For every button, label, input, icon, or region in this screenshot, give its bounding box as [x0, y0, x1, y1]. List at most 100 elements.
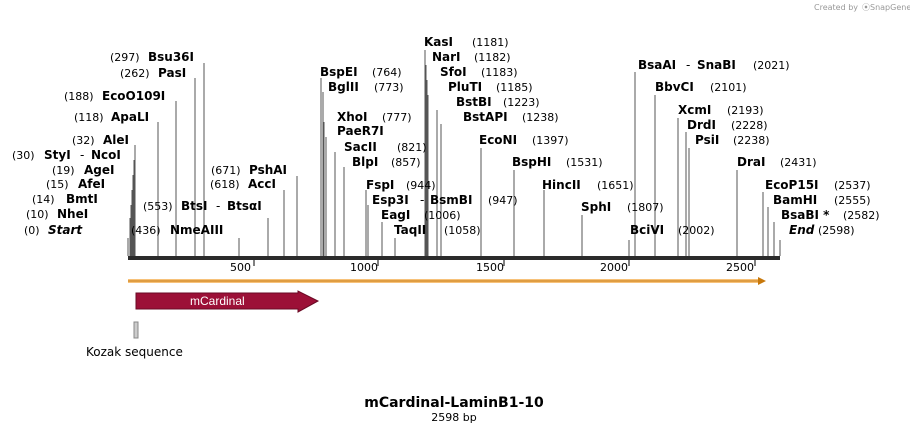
- site-name: EcoO109I: [102, 89, 165, 103]
- site-name: PluTI: [448, 80, 482, 94]
- site-name: ApaLI: [111, 110, 149, 124]
- site-name: Start: [48, 223, 83, 237]
- map-subtitle: 2598 bp: [431, 411, 476, 424]
- tick-label: 500: [230, 261, 251, 274]
- site-name: SfoI: [440, 65, 467, 79]
- site-name: DrdI: [687, 118, 716, 132]
- site-pos: (14): [32, 193, 55, 206]
- site-name: SacII: [344, 140, 377, 154]
- site-name: Esp3I: [372, 193, 409, 207]
- tick-label: 1500: [476, 261, 504, 274]
- site-name: BlpI: [352, 155, 378, 169]
- site-name: BsaBI *: [781, 208, 830, 222]
- site-separator: -: [420, 193, 424, 207]
- site-name: NmeAIII: [170, 223, 223, 237]
- site-name: BstAPI: [463, 110, 508, 124]
- site-pos: (1531): [566, 156, 603, 169]
- site-pos: (2021): [753, 59, 790, 72]
- site-pos: (1807): [627, 201, 664, 214]
- sequence-backbone: [128, 256, 780, 260]
- snapgene-logo-icon: ⦿: [862, 3, 870, 12]
- site-pos: (1397): [532, 134, 569, 147]
- site-pos: (777): [382, 111, 412, 124]
- site-name: BtsI: [181, 199, 208, 213]
- site-connectors: [127, 50, 781, 256]
- site-name: FspI: [366, 178, 394, 192]
- site-name: BbvCI: [655, 80, 694, 94]
- site-separator: -: [216, 199, 220, 213]
- site-pos: (1058): [444, 224, 481, 237]
- site-name: NarI: [432, 50, 461, 64]
- site-pos: (1182): [474, 51, 511, 64]
- site-name: BglII: [328, 80, 359, 94]
- site-name: NcoI: [91, 148, 121, 162]
- site-pos: (1006): [424, 209, 461, 222]
- site-pos: (1651): [597, 179, 634, 192]
- site-name: TaqII: [394, 223, 426, 237]
- site-pos: (32): [72, 134, 95, 147]
- site-name: EagI: [381, 208, 410, 222]
- site-name: BmtI: [66, 192, 98, 206]
- site-pos: (2238): [733, 134, 770, 147]
- site-name: DraI: [737, 155, 765, 169]
- site-pos: (30): [12, 149, 35, 162]
- site-pos: (0): [24, 224, 40, 237]
- site-name: BspEI: [320, 65, 358, 79]
- site-pos: (15): [46, 178, 69, 191]
- site-name: XhoI: [337, 110, 368, 124]
- site-name: AleI: [103, 133, 129, 147]
- site-name: KasI: [424, 35, 453, 49]
- site-pos: (671): [211, 164, 241, 177]
- site-name: PshAI: [249, 163, 287, 177]
- site-name: PasI: [158, 66, 186, 80]
- site-pos: (618): [210, 178, 240, 191]
- site-pos: (10): [26, 208, 49, 221]
- site-name: AgeI: [84, 163, 114, 177]
- site-name: NheI: [57, 207, 88, 221]
- credit-brand: SnapGene: [870, 3, 910, 12]
- site-name: StyI: [44, 148, 71, 162]
- site-pos: (2537): [834, 179, 871, 192]
- site-pos: (2598): [818, 224, 855, 237]
- map-title: mCardinal-LaminB1-10: [364, 395, 544, 411]
- site-pos: (2101): [710, 81, 747, 94]
- site-name: XcmI: [678, 103, 711, 117]
- site-name: Bsu36I: [148, 50, 194, 64]
- feature-label: mCardinal: [190, 294, 245, 308]
- site-name: BciVI: [630, 223, 664, 237]
- site-pos: (764): [372, 66, 402, 79]
- site-name: BamHI: [773, 193, 817, 207]
- site-labels: (0) Start (10) NheI (14) BmtI (15) AfeI …: [12, 50, 287, 237]
- site-pos: (2582): [843, 209, 880, 222]
- site-pos: (2431): [780, 156, 817, 169]
- site-pos: (773): [374, 81, 404, 94]
- site-pos: (2002): [678, 224, 715, 237]
- site-name: End: [789, 223, 815, 237]
- site-separator: -: [686, 58, 690, 72]
- site-pos: (436): [131, 224, 161, 237]
- site-labels-right: BsaAI - SnaBI (2021) BbvCI (2101) BciVI …: [630, 58, 880, 237]
- site-pos: (553): [143, 200, 173, 213]
- site-name: PaeR7I: [337, 124, 384, 138]
- site-name: SnaBI: [697, 58, 736, 72]
- site-name: BtsαI: [227, 199, 262, 213]
- site-pos: (2228): [731, 119, 768, 132]
- feature-mcardinal: mCardinal: [135, 290, 320, 313]
- site-pos: (19): [52, 164, 75, 177]
- site-name: AfeI: [78, 177, 105, 191]
- site-pos: (1223): [503, 96, 540, 109]
- site-name: BspHI: [512, 155, 551, 169]
- site-name: BstBI: [456, 95, 492, 109]
- tick-label: 2500: [726, 261, 754, 274]
- site-name: AccI: [248, 177, 276, 191]
- site-name: SphI: [581, 200, 611, 214]
- site-pos: (118): [74, 111, 104, 124]
- feature-label: Kozak sequence: [86, 345, 183, 359]
- site-name: HincII: [542, 178, 581, 192]
- site-pos: (1238): [522, 111, 559, 124]
- tick-label: 1000: [350, 261, 378, 274]
- site-separator: -: [80, 148, 84, 162]
- site-pos: (262): [120, 67, 150, 80]
- site-pos: (944): [406, 179, 436, 192]
